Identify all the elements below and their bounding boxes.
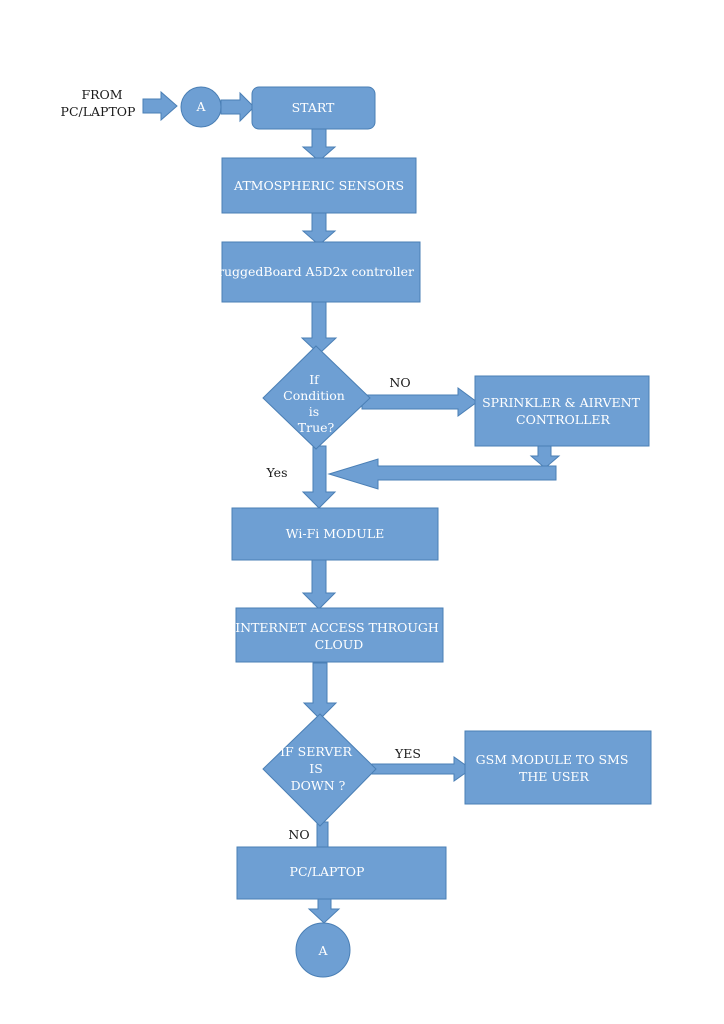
connector-a-bottom-label: A [317, 943, 328, 958]
server-decision [262, 713, 377, 827]
sprinkler-label: SPRINKLER & AIRVENT CONTROLLER [482, 395, 644, 427]
condition-label-line: Condition [283, 388, 345, 403]
server-label: IF SERVER IS DOWN ? [280, 744, 356, 793]
arrow-source-to-connector [142, 90, 178, 122]
pc-label: PC/LAPTOP [290, 864, 365, 879]
gsm-label-line: GSM MODULE TO SMS [476, 752, 629, 767]
sprinkler-label-line: CONTROLLER [516, 412, 610, 427]
edge-label-condition-no: NO [389, 375, 410, 390]
condition-decision [262, 345, 371, 450]
start-label: START [292, 100, 335, 115]
wifi-node [231, 507, 439, 561]
start-node [251, 86, 376, 130]
gsm-label: GSM MODULE TO SMS THE USER [476, 752, 633, 784]
arrow-sprinkler-down [529, 445, 561, 469]
gsm-node [464, 730, 652, 805]
condition-label: If Condition is True? [283, 372, 349, 435]
connector-a-bottom [295, 922, 351, 978]
edge-label-condition-yes: Yes [266, 465, 288, 480]
server-label-line: IS [309, 761, 323, 776]
condition-label-line: If [309, 372, 320, 387]
arrow-internet-to-server [302, 662, 338, 720]
sensors-node [221, 157, 417, 214]
source-label-line: PC/LAPTOP [61, 104, 136, 119]
sprinkler-node [474, 375, 650, 447]
arrow-controller-to-condition [300, 300, 338, 355]
condition-label-line: is [309, 404, 319, 419]
source-label-line: FROM [81, 87, 122, 102]
condition-label-line: True? [298, 420, 335, 435]
sprinkler-label-line: SPRINKLER & AIRVENT [482, 395, 641, 410]
edge-label-server-yes: YES [394, 746, 421, 761]
internet-label-line: CLOUD [315, 637, 364, 652]
arrow-sensors-to-controller [301, 212, 337, 246]
internet-node [235, 607, 444, 663]
arrow-condition-to-wifi [301, 445, 337, 509]
arrow-wifi-to-internet [301, 558, 337, 610]
gsm-label-line: THE USER [519, 769, 590, 784]
arrow-server-to-gsm [371, 756, 472, 782]
arrow-condition-to-sprinkler [361, 387, 478, 417]
connector-a-top [180, 86, 222, 128]
edge-label-server-no: NO [288, 827, 309, 842]
pc-node [236, 846, 447, 900]
internet-label-line: INTERNET ACCESS THROUGH [235, 620, 439, 635]
server-label-line: DOWN ? [291, 778, 346, 793]
arrow-connector-to-start [220, 91, 255, 123]
arrow-pc-to-connector [307, 897, 341, 924]
controller-label: ruggedBoard A5D2x controller [218, 264, 414, 279]
server-label-line: IF SERVER [280, 744, 352, 759]
connector-a-top-label: A [195, 99, 206, 114]
source-label: FROM PC/LAPTOP [61, 87, 136, 119]
sensors-label: ATMOSPHERIC SENSORS [233, 178, 404, 193]
arrow-sprinkler-return [327, 458, 557, 490]
controller-node [221, 241, 421, 303]
arrow-start-to-sensors [301, 127, 337, 162]
wifi-label: Wi-Fi MODULE [286, 526, 385, 541]
internet-label: INTERNET ACCESS THROUGH CLOUD [235, 620, 443, 652]
